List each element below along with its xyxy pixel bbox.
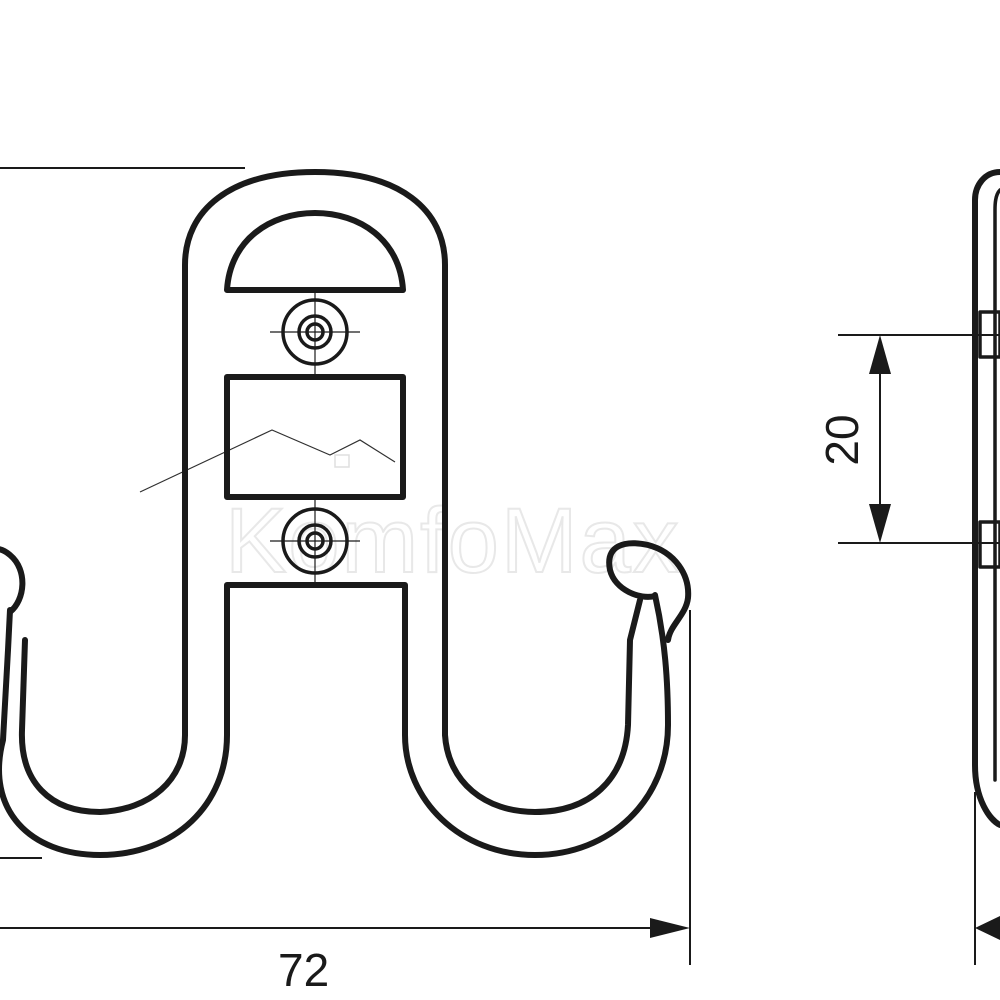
front-extension-lines [0, 167, 691, 965]
width-dimension-label: 72 [278, 944, 329, 996]
left-leg-inner [18, 637, 188, 815]
watermark-text: KomfoMax [225, 490, 681, 592]
side-profile-outline [972, 169, 1000, 828]
plate-outer-arch [182, 169, 448, 738]
hook-outline [0, 582, 671, 858]
top-slot [224, 210, 406, 293]
width-dimension: 72 [0, 918, 690, 996]
right-leg-inner [442, 597, 643, 815]
side-screw-bottom [978, 520, 1000, 569]
right-hook-knob [606, 540, 692, 643]
hook-side-view [972, 169, 1000, 965]
side-thickness-dimension [975, 916, 1000, 940]
spacing-dimension-label: 20 [816, 414, 868, 465]
upper-screw-hole [270, 288, 360, 378]
watermark-logo: KomfoMax [139, 429, 681, 593]
middle-window [224, 374, 406, 500]
hook-front-view [0, 169, 692, 858]
lower-screw-hole [270, 497, 360, 585]
left-hook-knob [0, 546, 26, 615]
spacing-dimension: 20 [816, 334, 1000, 544]
side-plate-inner [993, 188, 1000, 782]
